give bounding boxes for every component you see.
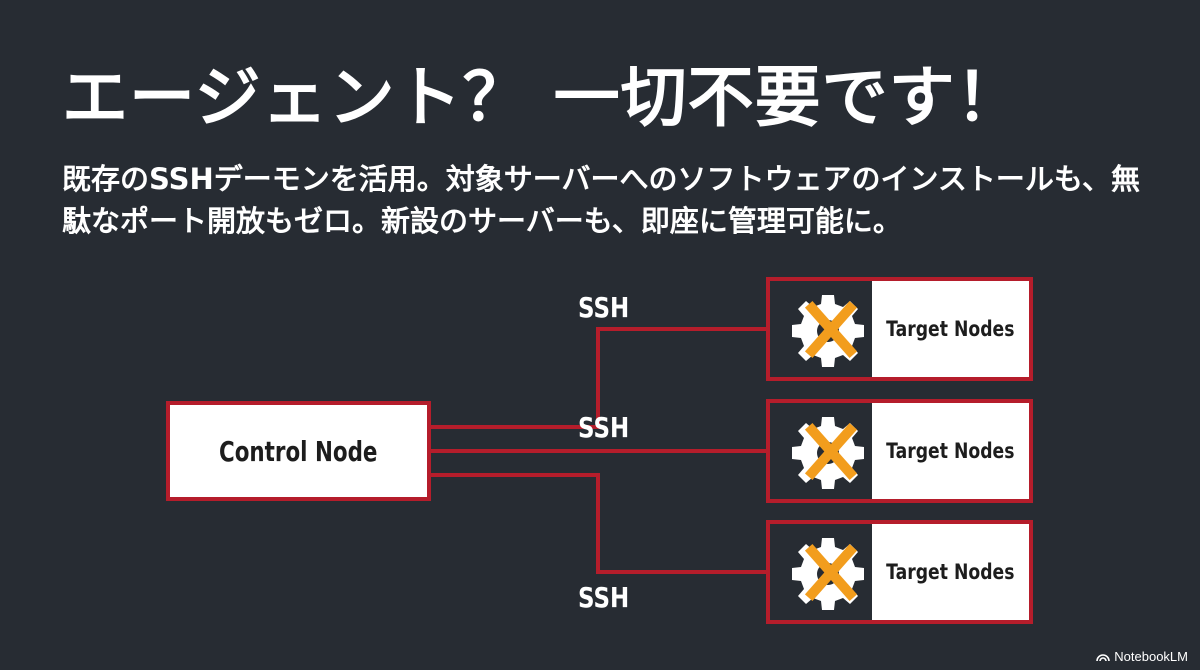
cross-icon	[804, 543, 858, 602]
control-node-label: Control Node	[219, 434, 378, 468]
target-node-box: Target Nodes	[766, 520, 1033, 624]
ssh-label: SSH	[578, 411, 630, 444]
gear-icon	[770, 281, 873, 377]
gear-icon	[770, 524, 873, 620]
target-node-box: Target Nodes	[766, 399, 1033, 503]
brand-label: NotebookLM	[1114, 649, 1188, 664]
target-node-box: Target Nodes	[766, 277, 1033, 381]
brand-watermark: NotebookLM	[1096, 649, 1188, 664]
description: 既存のSSHデーモンを活用。対象サーバーへのソフトウェアのインストールも、無駄な…	[62, 162, 1141, 238]
control-node-box: Control Node	[166, 401, 431, 501]
notebooklm-logo-icon	[1096, 653, 1111, 661]
page-title: エージェント？ 一切不要です！	[62, 59, 1023, 136]
target-node-label: Target Nodes	[886, 439, 1015, 463]
cross-icon	[804, 300, 858, 359]
target-node-label: Target Nodes	[886, 317, 1015, 341]
ssh-label: SSH	[578, 581, 630, 614]
gear-icon	[770, 403, 873, 499]
ssh-label: SSH	[578, 291, 630, 324]
target-node-label: Target Nodes	[886, 560, 1015, 584]
cross-icon	[804, 422, 858, 481]
